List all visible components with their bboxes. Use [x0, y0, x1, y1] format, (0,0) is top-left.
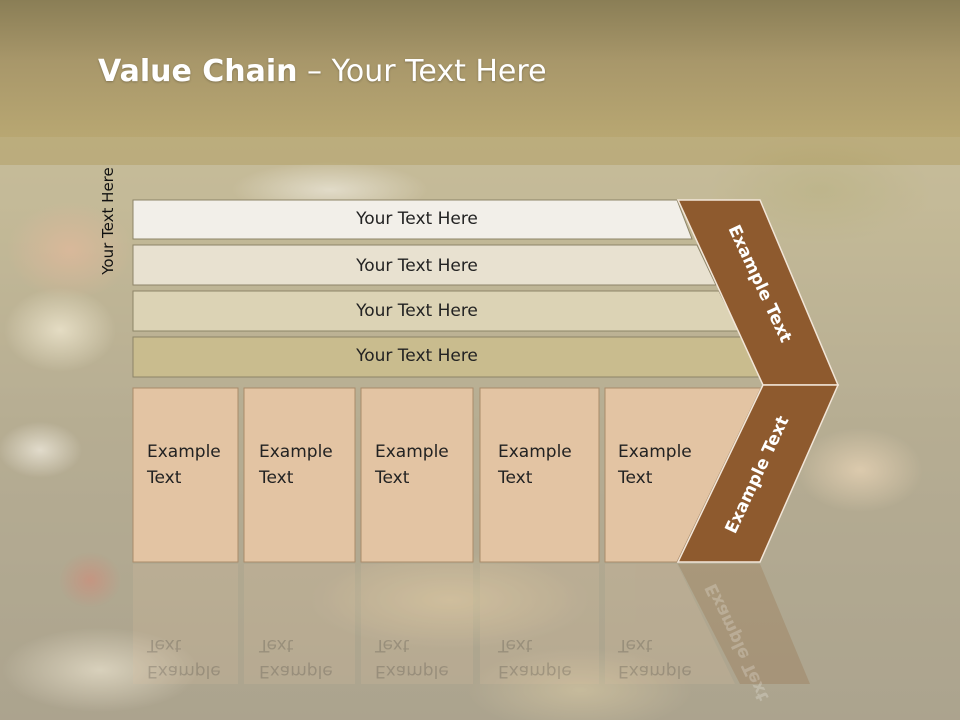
box-4-text-reflection: Example Text	[498, 632, 572, 684]
box-3-line2-reflection: Text	[375, 635, 410, 655]
box-4	[479, 387, 600, 563]
slide-title-bold: Value Chain	[98, 54, 298, 89]
box-5	[604, 387, 762, 563]
bar-4-label: Your Text Here	[356, 346, 478, 366]
chevron-bottom	[676, 384, 840, 563]
box-2-text-reflection: Example Text	[259, 632, 333, 684]
title-banner	[0, 0, 960, 137]
slide-title: Value Chain – Your Text Here	[98, 54, 547, 89]
box-5-line1-reflection: Example	[618, 661, 692, 681]
box-4-line1: Example	[498, 442, 572, 462]
box-3-line1-reflection: Example	[375, 661, 449, 681]
box-4-line2-reflection: Text	[498, 635, 533, 655]
box-1-line2: Text	[147, 468, 182, 488]
box-4-line2: Text	[498, 468, 533, 488]
box-2	[243, 387, 356, 563]
box-3-text-reflection: Example Text	[375, 632, 449, 684]
box-4-line1-reflection: Example	[498, 661, 572, 681]
box-3-line2: Text	[375, 468, 410, 488]
box-5-line1: Example	[618, 442, 692, 462]
box-3-line1: Example	[375, 442, 449, 462]
box-1-line1-reflection: Example	[147, 661, 221, 681]
box-1-text-reflection: Example Text	[147, 632, 221, 684]
boxes-reflection	[133, 564, 735, 684]
bar-2	[132, 244, 717, 286]
box-2-line1-reflection: Example	[259, 661, 333, 681]
box-2-line2-reflection: Text	[259, 635, 294, 655]
box-1-line1: Example	[147, 442, 221, 462]
box-5-line2: Text	[618, 468, 653, 488]
bar-1-label: Your Text Here	[356, 209, 478, 229]
box-3	[360, 387, 474, 563]
bar-1	[132, 199, 693, 240]
box-2-line1: Example	[259, 442, 333, 462]
chevron-reflection	[678, 564, 810, 684]
bar-2-label: Your Text Here	[356, 256, 478, 276]
title-banner-band	[0, 137, 960, 165]
box-2-line2: Text	[259, 468, 294, 488]
box-1	[132, 387, 239, 563]
box-5-line2-reflection: Text	[618, 635, 653, 655]
box-1-line2-reflection: Text	[147, 635, 182, 655]
slide-title-rest: – Your Text Here	[297, 54, 547, 89]
box-5-text-reflection: Example Text	[618, 632, 692, 684]
bar-3-label: Your Text Here	[356, 301, 478, 321]
